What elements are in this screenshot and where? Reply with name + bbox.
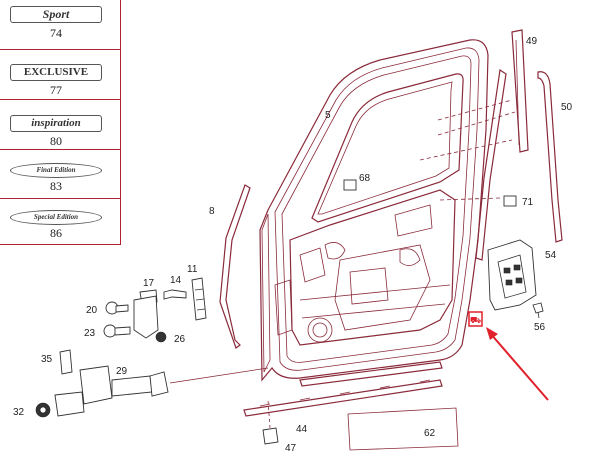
emblem-badge: inspiration bbox=[10, 115, 102, 132]
car-icon: ⛟ bbox=[470, 316, 481, 326]
callout-17: 17 bbox=[143, 278, 155, 289]
callout-32: 32 bbox=[13, 407, 25, 418]
emblem-panel: Sport 74 EXCLUSIVE 77 inspiration 80 Fin… bbox=[0, 0, 121, 245]
emblem-badge: Special Edition bbox=[10, 210, 102, 225]
door-frame[interactable] bbox=[259, 39, 489, 382]
callout-26: 26 bbox=[174, 334, 186, 345]
part-35-bolt[interactable] bbox=[59, 349, 73, 375]
emblem-badge: Sport bbox=[10, 6, 102, 23]
callout-44: 44 bbox=[296, 424, 308, 435]
part-8-rod[interactable] bbox=[219, 184, 251, 349]
glass-run-seal[interactable] bbox=[475, 68, 507, 261]
callout-14: 14 bbox=[170, 275, 182, 286]
part-26-nut[interactable] bbox=[155, 331, 167, 343]
part-68-plug[interactable] bbox=[343, 179, 357, 191]
part-number: 74 bbox=[50, 26, 62, 40]
callout-49: 49 bbox=[526, 36, 538, 47]
part-29-door-check[interactable] bbox=[79, 365, 113, 405]
highlight-marker[interactable] bbox=[468, 311, 483, 327]
part-number: 83 bbox=[50, 179, 62, 193]
callout-68: 68 bbox=[359, 173, 371, 184]
window-opening bbox=[311, 73, 464, 223]
callout-5: 5 bbox=[325, 110, 331, 121]
callout-23: 23 bbox=[84, 328, 96, 339]
emblem-cell-final-edition[interactable]: Final Edition 83 bbox=[0, 150, 121, 199]
callout-50: 50 bbox=[561, 102, 573, 113]
part-14-bolt[interactable] bbox=[163, 289, 187, 300]
part-54-window-regulator-module[interactable] bbox=[487, 239, 537, 311]
highlight-arrowhead bbox=[486, 327, 498, 340]
emblem-badge: Final Edition bbox=[10, 163, 102, 178]
callout-29: 29 bbox=[116, 366, 128, 377]
part-62-pad[interactable] bbox=[347, 407, 459, 451]
part-number: 86 bbox=[50, 226, 62, 240]
part-number: 77 bbox=[50, 83, 62, 97]
highlight-arrow bbox=[489, 332, 549, 401]
emblem-badge: EXCLUSIVE bbox=[10, 64, 102, 81]
callout-47: 47 bbox=[285, 443, 297, 452]
part-23-washer[interactable] bbox=[103, 324, 117, 338]
emblem-cell-inspiration[interactable]: inspiration 80 bbox=[0, 100, 121, 150]
part-50-seal-strip[interactable] bbox=[537, 71, 563, 243]
callout-56: 56 bbox=[534, 322, 546, 333]
part-44-sill-strip[interactable] bbox=[243, 379, 443, 417]
callout-11: 11 bbox=[187, 264, 198, 275]
callout-35: 35 bbox=[41, 354, 53, 365]
callout-62: 62 bbox=[424, 428, 436, 439]
callout-71: 71 bbox=[522, 197, 534, 208]
part-47-clip[interactable] bbox=[262, 427, 279, 445]
callout-54: 54 bbox=[545, 250, 557, 261]
callout-20: 20 bbox=[86, 305, 98, 316]
inner-door-panel bbox=[289, 189, 456, 346]
part-number: 80 bbox=[50, 134, 62, 148]
emblem-cell-exclusive[interactable]: EXCLUSIVE 77 bbox=[0, 50, 121, 100]
part-71-plug[interactable] bbox=[503, 195, 517, 207]
part-56-screw[interactable] bbox=[532, 302, 544, 314]
emblem-cell-special-edition[interactable]: Special Edition 86 bbox=[0, 199, 121, 245]
part-49-run-channel[interactable] bbox=[511, 29, 529, 153]
callout-8: 8 bbox=[209, 206, 215, 217]
door-check-bracket[interactable] bbox=[133, 295, 159, 339]
emblem-cell-sport[interactable]: Sport 74 bbox=[0, 0, 121, 50]
